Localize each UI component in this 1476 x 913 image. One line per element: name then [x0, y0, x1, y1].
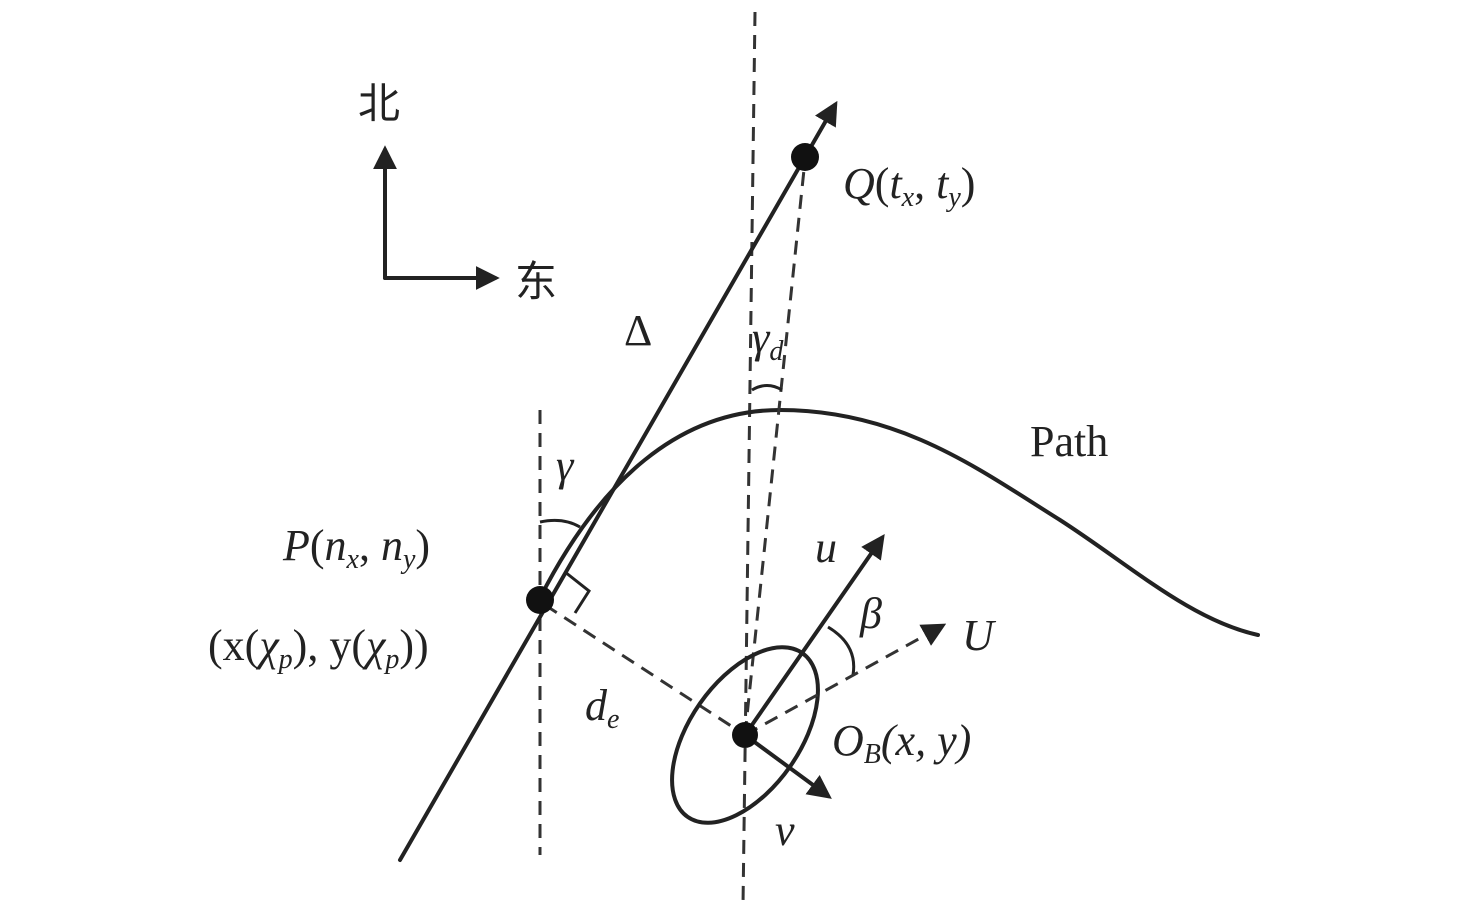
east-label: 东	[515, 257, 557, 306]
delta-label: Δ	[624, 306, 652, 355]
point-P	[526, 586, 554, 614]
gamma-label: γ	[556, 441, 575, 490]
gamma-d-label: γd	[752, 313, 784, 367]
sway-v-label: v	[775, 806, 795, 855]
surge-u-arrow	[743, 534, 885, 737]
point-P-param-label: (x(χp), y(χp))	[208, 621, 429, 675]
point-OB-label: OB(x, y)	[832, 716, 971, 770]
path-label: Path	[1030, 417, 1108, 466]
gamma-d-arc	[751, 384, 783, 392]
velocity-U-arrow	[744, 623, 947, 737]
right-angle-marker	[564, 570, 591, 614]
gamma-arc	[539, 518, 581, 529]
vertical-reference-line-vehicle	[741, 11, 757, 906]
surge-u-label: u	[815, 523, 837, 572]
path-curve	[538, 407, 1260, 637]
beta-arc	[827, 625, 856, 676]
cross-track-error-line	[544, 603, 746, 737]
point-P-label: P(nx, ny)	[282, 521, 430, 575]
point-OB	[732, 722, 758, 748]
north-label: 北	[358, 79, 400, 128]
cross-track-error-label: de	[585, 681, 619, 735]
point-Q	[791, 143, 819, 171]
los-dashed-line	[743, 159, 807, 736]
beta-label: β	[859, 589, 882, 638]
sway-v-arrow	[743, 733, 832, 799]
point-Q-label: Q(tx, ty)	[843, 159, 975, 213]
velocity-U-label: U	[962, 611, 997, 660]
